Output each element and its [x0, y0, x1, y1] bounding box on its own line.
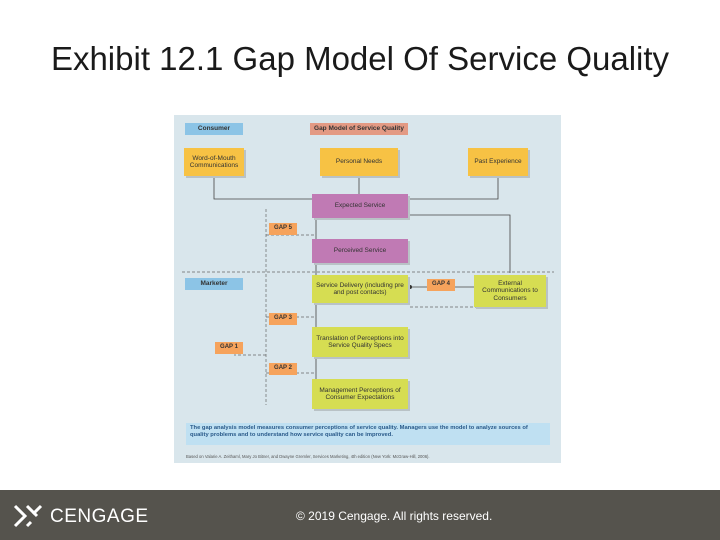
marketer-label: Marketer: [185, 278, 243, 290]
gap4-label: GAP 4: [427, 279, 455, 291]
brand-name: CENGAGE: [50, 506, 149, 527]
gap5-label: GAP 5: [269, 223, 297, 235]
footer-bar: CENGAGE © 2019 Cengage. All rights reser…: [0, 490, 720, 540]
cengage-logo-icon: [13, 504, 43, 528]
service-delivery-box: Service Delivery (including pre and post…: [312, 275, 408, 303]
gap1-label: GAP 1: [215, 342, 243, 354]
copyright-text: © 2019 Cengage. All rights reserved.: [296, 509, 493, 523]
consumer-label: Consumer: [185, 123, 243, 135]
management-perceptions-box: Management Perceptions of Consumer Expec…: [312, 379, 408, 409]
personal-needs-box: Personal Needs: [320, 148, 398, 176]
past-experience-box: Past Experience: [468, 148, 528, 176]
word-of-mouth-box: Word-of-Mouth Communications: [184, 148, 244, 176]
gap-model-figure: Consumer Gap Model of Service Quality Wo…: [174, 115, 561, 463]
perceived-service-box: Perceived Service: [312, 239, 408, 263]
slide-title: Exhibit 12.1 Gap Model Of Service Qualit…: [50, 40, 670, 77]
model-label: Gap Model of Service Quality: [310, 123, 408, 135]
figure-note: The gap analysis model measures consumer…: [186, 423, 550, 445]
gap3-label: GAP 3: [269, 313, 297, 325]
translation-box: Translation of Perceptions into Service …: [312, 327, 408, 357]
figure-source: Based on Valarie A. Zeithaml, Mary Jo Bi…: [186, 454, 430, 459]
external-communications-box: External Communications to Consumers: [474, 275, 546, 307]
expected-service-box: Expected Service: [312, 194, 408, 218]
gap2-label: GAP 2: [269, 363, 297, 375]
